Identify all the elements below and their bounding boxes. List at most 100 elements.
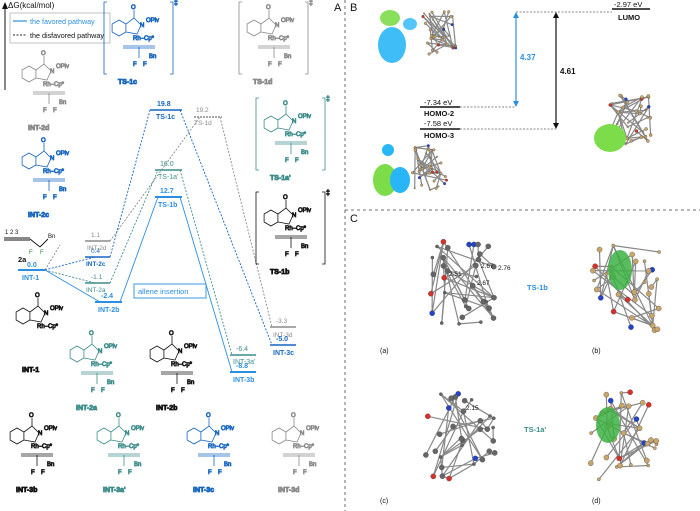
- struct-int-2a-label: INT-2a: [76, 405, 97, 412]
- struct-int-2b-n: N: [178, 349, 182, 355]
- level-ts-1c-label: TS-1c: [156, 114, 175, 121]
- struct-ts-1c-label: TS-1c: [118, 79, 137, 86]
- struct-int-2b-rh: Rh–Cp*: [171, 362, 193, 368]
- struct-int-1-o: O: [35, 293, 40, 299]
- ts-geometries: 2.51 2.67 2.76 2.67 2.15 TS-1b TS-1a' (a…: [380, 238, 662, 505]
- ts1a-nci-d: [587, 389, 659, 482]
- level-int-3d-label: INT-3d: [273, 332, 293, 339]
- ts1b-geometry-a: [428, 238, 497, 326]
- struct-int-2a-bn: Bn: [107, 380, 114, 386]
- panel-label-b: B: [350, 2, 357, 14]
- homo-orbital-right: [594, 93, 653, 152]
- struct-int-2d-n: N: [50, 69, 54, 75]
- panel-label-a: A: [334, 2, 342, 14]
- struct-int-2b-bn: Bn: [187, 380, 194, 386]
- struct-int-2d-o: O: [41, 51, 46, 57]
- struct-int-3a-o: O: [116, 413, 121, 419]
- legend-disfavored: the disfavored pathway: [30, 31, 104, 40]
- struct-int-1-opiv: OPiv: [50, 306, 63, 312]
- orbital-diagram: -2.97 eV LUMO -7.34 eV HOMO-2 -7.58 eV H…: [373, 0, 653, 196]
- legend: the favored pathway the disfavored pathw…: [9, 12, 111, 44]
- struct-int-3a-f2: F: [128, 470, 132, 476]
- reactant-f-2: F: [40, 250, 44, 256]
- level-ts-1b-label: TS-1b: [158, 202, 177, 209]
- struct-ts-1d-rh: Rh–Cp*: [268, 36, 290, 42]
- axis-arrow-icon: [2, 2, 8, 9]
- energy-axis-label: ΔG(kcal/mol): [8, 1, 55, 10]
- struct-ts-1c-f1: F: [133, 62, 137, 68]
- nci-surface-d: [596, 407, 620, 443]
- struct-int-1-n: N: [44, 311, 48, 317]
- struct-ts-1d-dagger: ‡: [309, 0, 313, 7]
- homo3-energy: -7.58 eV: [424, 119, 452, 128]
- svg-text:allene insertion: allene insertion: [138, 287, 188, 296]
- struct-int-2d-rh: Rh–Cp*: [43, 82, 65, 88]
- struct-int-1-label: INT-1: [22, 367, 39, 374]
- energy-axis: ΔG(kcal/mol): [2, 1, 55, 90]
- gap-large-value: 4.61: [560, 67, 576, 76]
- allene-insertion-note: allene insertion: [133, 283, 207, 299]
- level-ts-1d-value: 19.2: [196, 107, 209, 114]
- homo2-label: HOMO-2: [424, 109, 454, 118]
- struct-int-3d-rh: Rh–Cp*: [293, 444, 315, 450]
- struct-int-3b-rh: Rh–Cp*: [31, 444, 53, 450]
- struct-int-3a-label: INT-3a': [103, 487, 126, 494]
- struct-ts-1b-f2: F: [295, 252, 299, 258]
- level-int-1-label: INT-1: [22, 275, 39, 282]
- struct-int-2d-f2: F: [53, 108, 57, 114]
- struct-int-3d-f2: F: [303, 470, 307, 476]
- level-int-3b-label: INT-3b: [233, 377, 254, 384]
- reactant-f-1: F: [29, 250, 33, 256]
- level-int-3c-value: -5.0: [276, 336, 288, 343]
- struct-ts-1b-label: TS-1b: [270, 269, 289, 276]
- level-int-2d-value: 1.1: [91, 232, 100, 239]
- homo2-energy: -7.34 eV: [424, 98, 452, 107]
- dist-a3: 2.76: [498, 265, 511, 272]
- struct-ts-1a-dagger: ‡: [326, 96, 330, 103]
- struct-ts-1c-rh: Rh–Cp*: [133, 36, 155, 42]
- level-int-2d-label: INT-2d: [87, 245, 107, 252]
- struct-int-2c-rh: Rh–Cp*: [43, 169, 65, 175]
- struct-int-2a-f2: F: [101, 388, 105, 394]
- panel-label-c: C: [350, 213, 358, 225]
- struct-int-2a-f1: F: [91, 388, 95, 394]
- level-int-1-value: 0.0: [27, 262, 37, 269]
- level-int-2c-value: 0.4: [91, 248, 100, 255]
- struct-int-3b-bn: Bn: [47, 462, 54, 468]
- sub-b: (b): [592, 348, 601, 355]
- struct-int-2a-opiv: OPiv: [104, 344, 117, 350]
- struct-int-2c-opiv: OPiv: [56, 151, 69, 157]
- homo-molecule: [411, 144, 448, 191]
- level-int-3c-label: INT-3c: [273, 350, 294, 357]
- gap-arrow-small: 4.37: [513, 12, 536, 107]
- struct-int-3d-opiv: OPiv: [306, 426, 319, 432]
- struct-int-3b-n: N: [38, 431, 42, 437]
- struct-int-3c-n: N: [215, 431, 219, 437]
- homo3-label: HOMO-3: [424, 131, 454, 140]
- sub-a: (a): [380, 348, 389, 355]
- level-ts-1a-value: 16.0: [160, 161, 174, 168]
- lumo-molecule: [421, 10, 458, 56]
- level-int-3a-label: INT-3a': [233, 359, 255, 366]
- struct-int-3d-label: INT-3d: [278, 487, 299, 494]
- struct-ts-1d-f1: F: [268, 62, 272, 68]
- struct-int-3c-label: INT-3c: [193, 487, 214, 494]
- struct-ts-1c-f2: F: [143, 62, 147, 68]
- struct-ts-1c-bn: Bn: [149, 54, 156, 60]
- struct-ts-1d-opiv: OPiv: [281, 18, 294, 24]
- level-int-3b-value: -8.8: [236, 363, 248, 370]
- reactant-positions: 1 2 3: [5, 230, 19, 236]
- struct-ts-1b-opiv: OPiv: [298, 208, 311, 214]
- struct-int-3a-f1: F: [118, 470, 122, 476]
- struct-int-3b-f1: F: [31, 470, 35, 476]
- struct-int-3b-label: INT-3b: [16, 487, 37, 494]
- level-int-3d-value: -3.3: [276, 318, 288, 325]
- struct-int-3c-rh: Rh–Cp*: [208, 444, 230, 450]
